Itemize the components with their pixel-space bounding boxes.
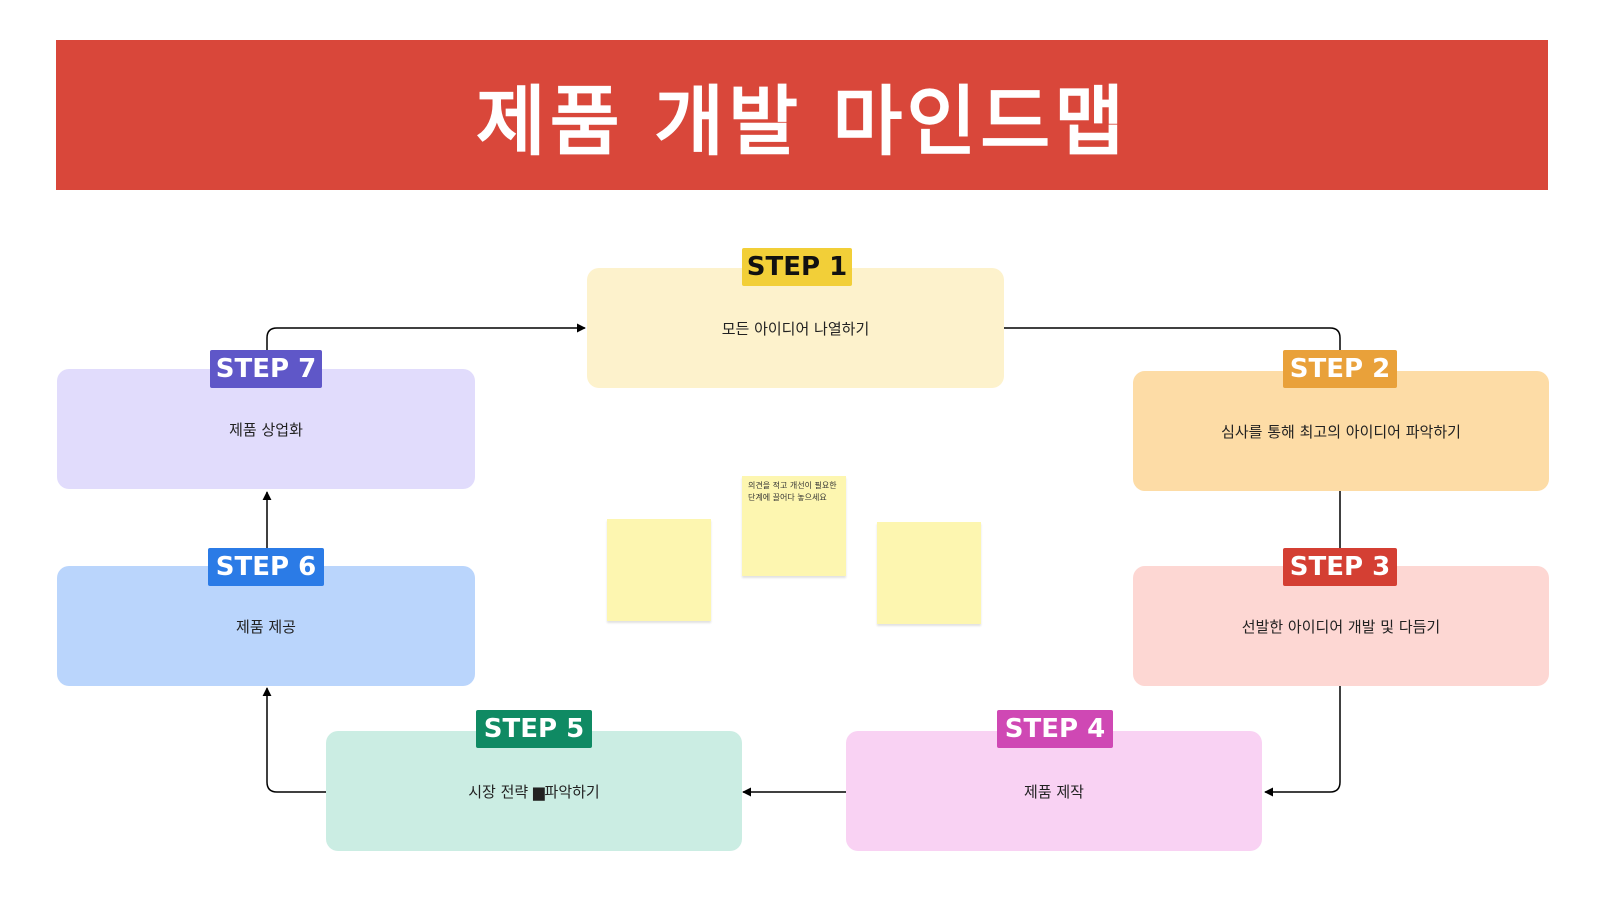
step-1-label: 모든 아이디어 나열하기 [721,319,870,338]
step-3-badge: STEP 3 [1283,548,1397,586]
connector-step7-step1 [266,323,586,353]
sticky-note-text [607,519,711,527]
step-7-badge: STEP 7 [210,350,322,388]
step-5-card[interactable]: 시장 전략 ▆파악하기 [326,731,742,851]
step-1-badge: STEP 1 [742,248,852,286]
sticky-note-text: 의견을 적고 개선이 필요한 단계에 끌어다 놓으세요 [748,481,837,502]
step-6-badge: STEP 6 [208,548,324,586]
sticky-note-text [877,522,981,530]
sticky-note[interactable]: 의견을 적고 개선이 필요한 단계에 끌어다 놓으세요 [742,476,846,576]
step-5-badge: STEP 5 [476,710,592,748]
step-6-label: 제품 제공 [236,617,296,636]
step-5-label: 시장 전략 ▆파악하기 [468,782,600,801]
title-banner: 제품 개발 마인드맵 [56,40,1548,190]
sticky-note[interactable] [877,522,981,624]
step-2-badge: STEP 2 [1283,350,1397,388]
step-6-card[interactable]: 제품 제공 [57,566,475,686]
sticky-note[interactable] [607,519,711,621]
step-4-badge: STEP 4 [997,710,1113,748]
step-2-label: 심사를 통해 최고의 아이디어 파악하기 [1221,422,1461,441]
step-4-label: 제품 제작 [1024,782,1084,801]
connector-step1-step2 [1004,327,1341,372]
page-title: 제품 개발 마인드맵 [475,77,1129,166]
step-2-card[interactable]: 심사를 통해 최고의 아이디어 파악하기 [1133,371,1549,491]
step-7-card[interactable]: 제품 상업화 [57,369,475,489]
step-1-card[interactable]: 모든 아이디어 나열하기 [587,268,1004,388]
connector-step5-step6 [262,687,326,793]
connector-step3-step4 [1264,686,1341,797]
step-3-label: 선발한 아이디어 개발 및 다듬기 [1241,617,1441,636]
step-3-card[interactable]: 선발한 아이디어 개발 및 다듬기 [1133,566,1549,686]
step-4-card[interactable]: 제품 제작 [846,731,1262,851]
step-7-label: 제품 상업화 [229,420,303,439]
